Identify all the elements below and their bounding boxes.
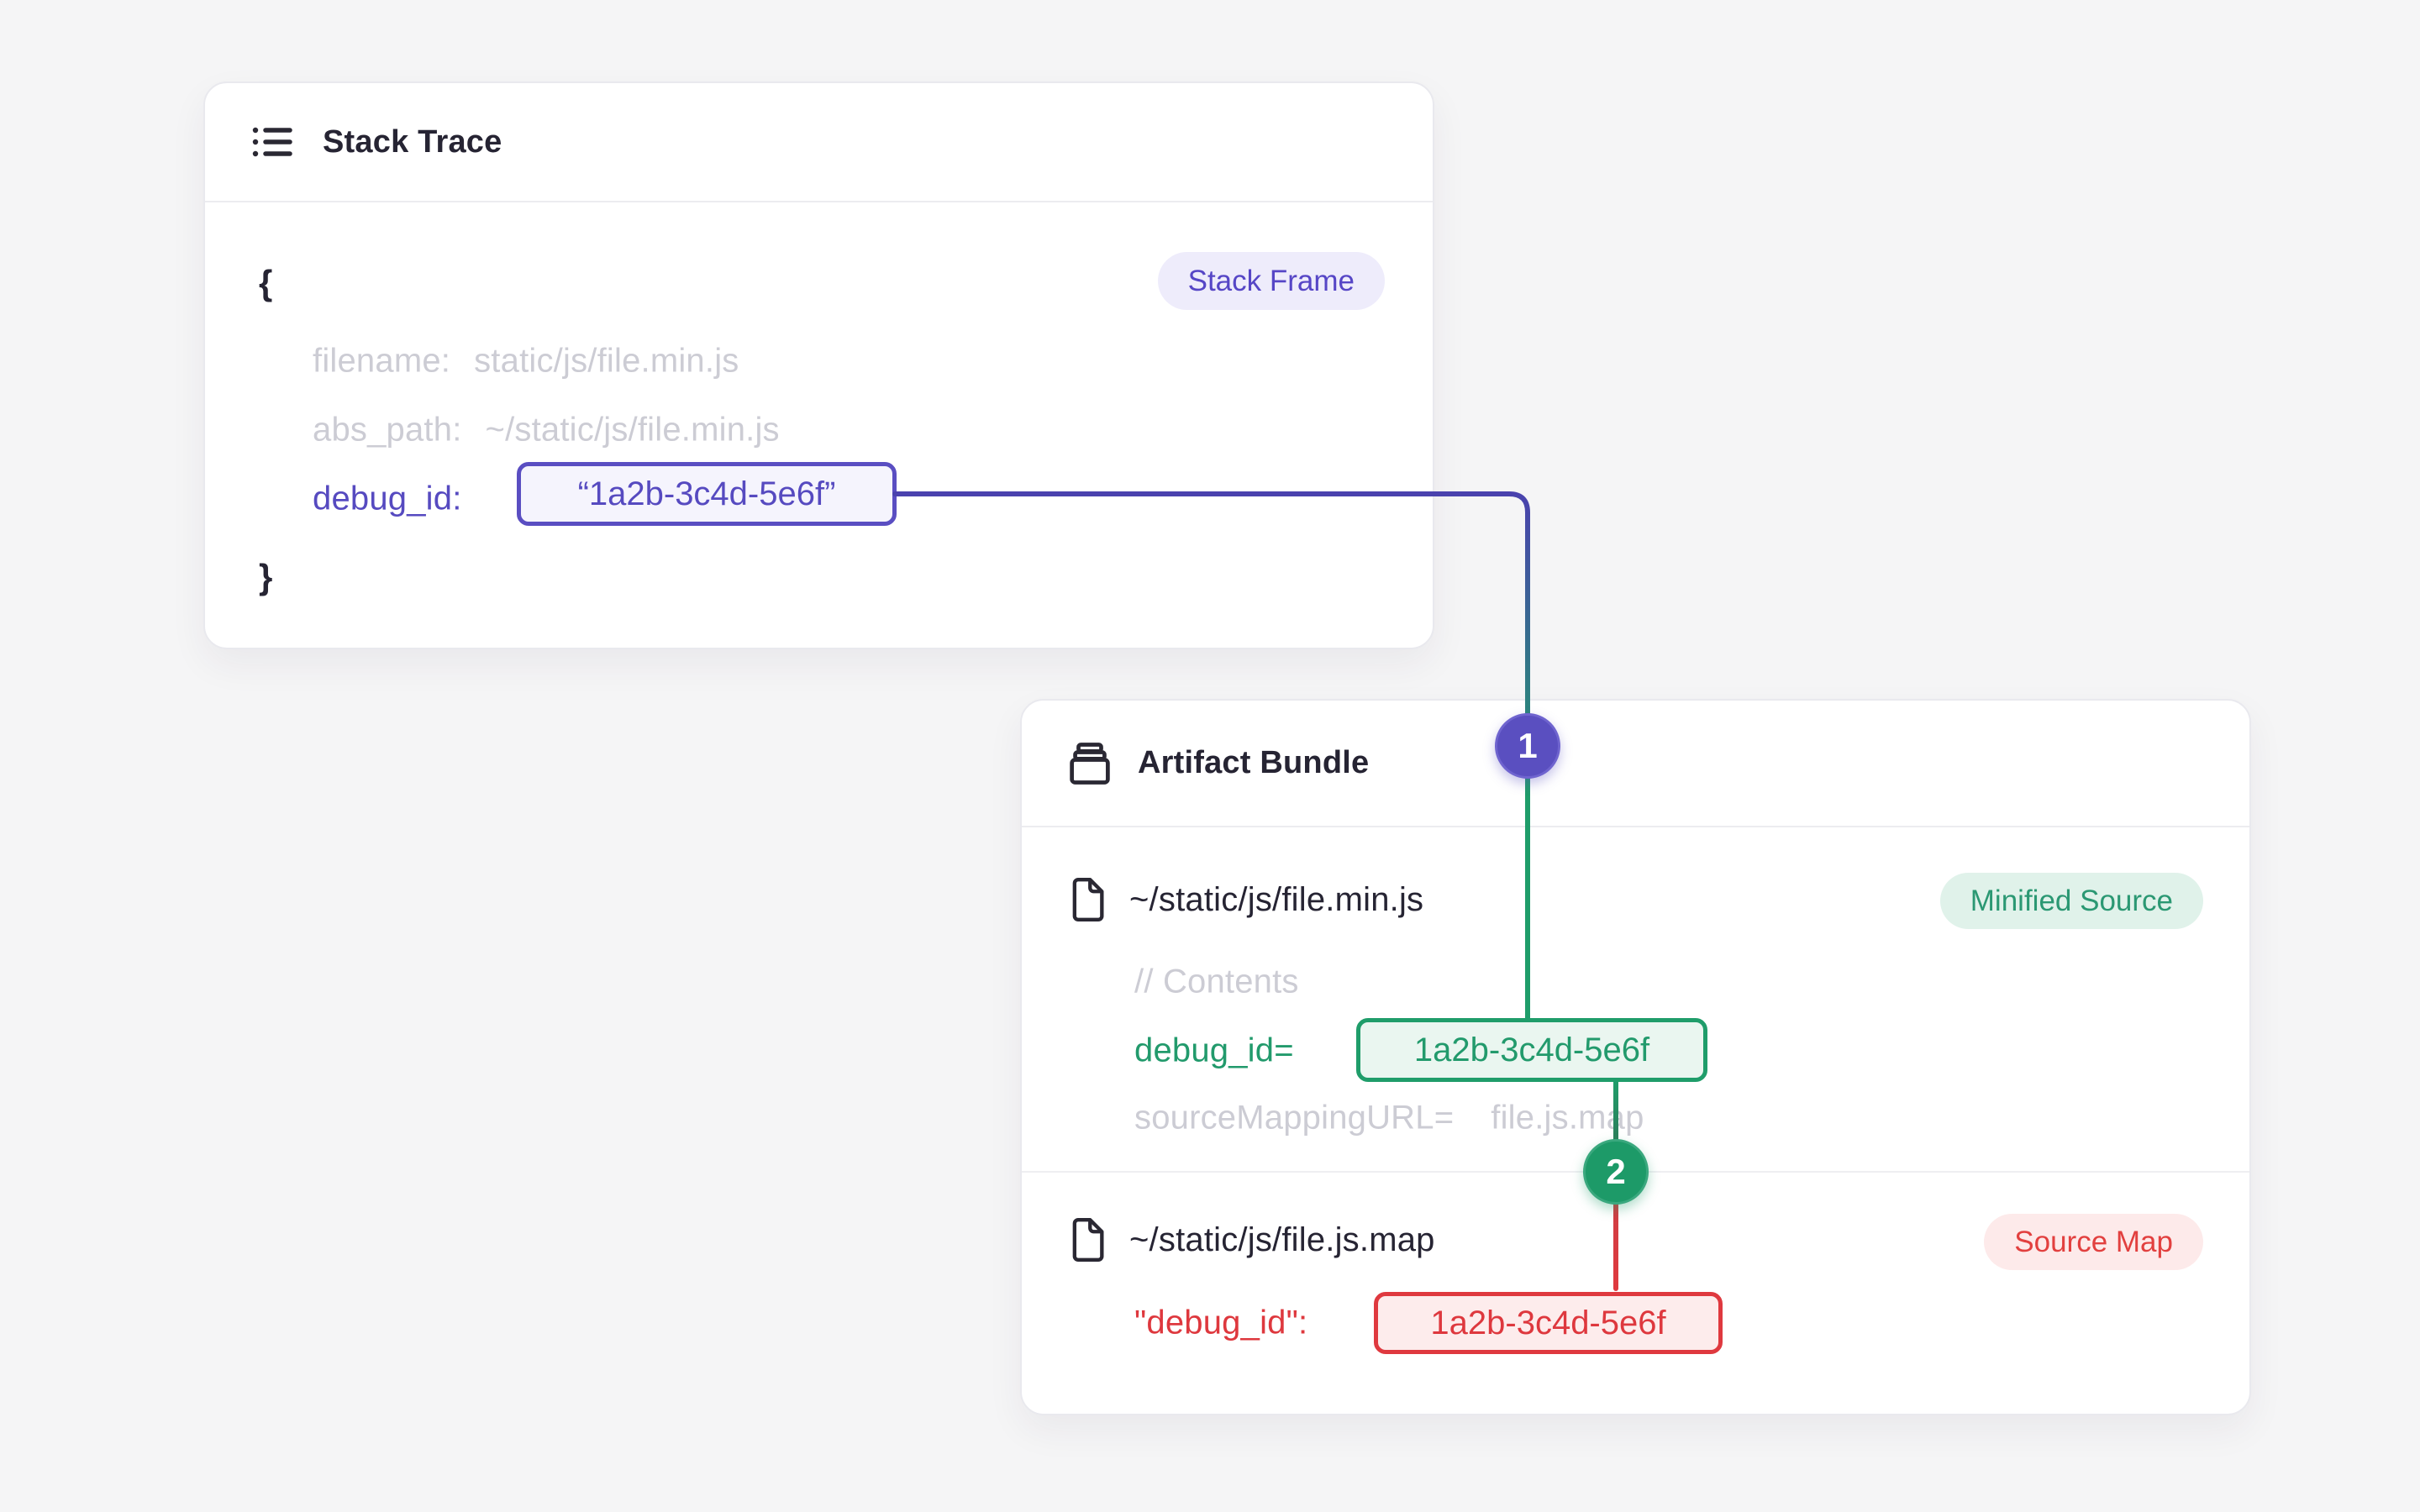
source-mapping-url-row: sourceMappingURL= file.js.map [1134,1100,1644,1137]
artifact-bundle-card: Artifact Bundle ~/static/js/file.min.js … [1020,699,2251,1415]
file-icon [1072,878,1104,921]
abs-path-value: ~/static/js/file.min.js [485,411,780,449]
json-open-brace: { [259,263,273,302]
source-mapping-url-value: file.js.map [1491,1099,1644,1137]
json-close-brace: } [259,557,273,596]
archive-box-icon [1070,742,1110,785]
step-1-number: 1 [1518,726,1538,765]
source-mapping-url-label: sourceMappingURL= [1134,1099,1455,1137]
stack-frame-filename-row: filename: static/js/file.min.js [313,343,739,381]
stack-trace-card: Stack Trace { Stack Frame filename: stat… [203,81,1434,649]
minified-source-path: ~/static/js/file.min.js [1129,880,1424,918]
source-map-path: ~/static/js/file.js.map [1129,1221,1435,1258]
stack-trace-header-divider [205,201,1433,202]
step-1-marker: 1 [1495,713,1560,779]
minified-debug-id-value: 1a2b-3c4d-5e6f [1413,1031,1650,1068]
source-map-debug-id-value: 1a2b-3c4d-5e6f [1430,1304,1666,1341]
stack-trace-card-header: Stack Trace [205,83,1433,201]
step-2-number: 2 [1606,1152,1626,1191]
source-map-debug-id-value-box: 1a2b-3c4d-5e6f [1374,1292,1723,1354]
minified-source-file-row: ~/static/js/file.min.js [1069,878,1423,921]
artifact-bundle-header-divider [1022,826,2249,827]
stack-debug-id-value-box: “1a2b-3c4d-5e6f” [517,462,897,526]
source-map-file-row: ~/static/js/file.js.map [1069,1218,1435,1262]
stack-frame-badge: Stack Frame [1157,252,1385,310]
source-map-badge: Source Map [1984,1214,2203,1270]
step-2-marker: 2 [1583,1139,1649,1205]
list-icon [252,127,292,157]
stack-frame-abs-path-row: abs_path: ~/static/js/file.min.js [313,412,780,449]
artifact-bundle-title: Artifact Bundle [1138,745,1370,780]
abs-path-label: abs_path: [313,411,462,449]
contents-comment: // Contents [1134,963,1299,1000]
minified-debug-id-label: debug_id= [1134,1032,1294,1069]
minified-debug-id-value-box: 1a2b-3c4d-5e6f [1356,1018,1707,1082]
source-map-debug-id-label: "debug_id": [1134,1304,1308,1341]
stack-debug-id-value: “1a2b-3c4d-5e6f” [577,475,836,512]
filename-value: static/js/file.min.js [474,342,739,380]
filename-label: filename: [313,342,451,380]
stack-debug-id-label: debug_id: [313,480,462,517]
minified-source-badge: Minified Source [1939,873,2203,929]
file-icon [1072,1218,1104,1262]
artifact-bundle-card-header: Artifact Bundle [1022,701,2249,826]
stack-trace-title: Stack Trace [323,123,502,160]
